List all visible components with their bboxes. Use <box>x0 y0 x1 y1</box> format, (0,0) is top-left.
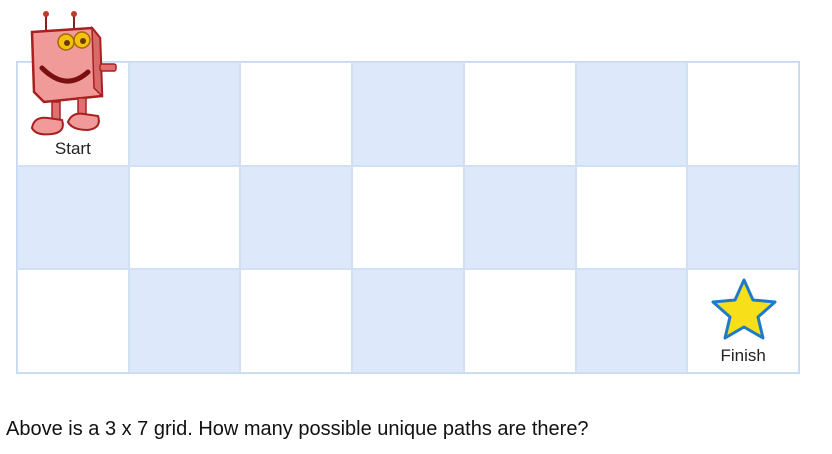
finish-cell: Finish <box>687 269 799 373</box>
grid-cell <box>240 62 353 166</box>
grid-cell <box>463 165 576 270</box>
question-caption: Above is a 3 x 7 grid. How many possible… <box>6 418 589 440</box>
grid-cell <box>240 269 353 373</box>
grid-cell <box>17 269 129 373</box>
grid-cell <box>352 269 464 373</box>
start-label: Start <box>54 138 91 158</box>
robot-icon <box>30 11 117 136</box>
grid-cell <box>128 165 241 270</box>
finish-label: Finish <box>720 345 766 365</box>
grid-cell <box>463 62 576 166</box>
grid-cell <box>687 62 799 166</box>
grid-cell <box>687 165 799 270</box>
grid-cell <box>352 165 464 270</box>
grid-cell <box>463 269 576 373</box>
star-icon <box>711 278 777 340</box>
grid-cell <box>17 165 129 270</box>
grid-cell <box>575 269 688 373</box>
grid-cell <box>575 62 688 166</box>
grid-cell <box>575 165 688 270</box>
grid-cell <box>352 62 464 166</box>
grid-cell <box>128 62 241 166</box>
grid-cell <box>128 269 241 373</box>
grid-cell <box>240 165 353 270</box>
